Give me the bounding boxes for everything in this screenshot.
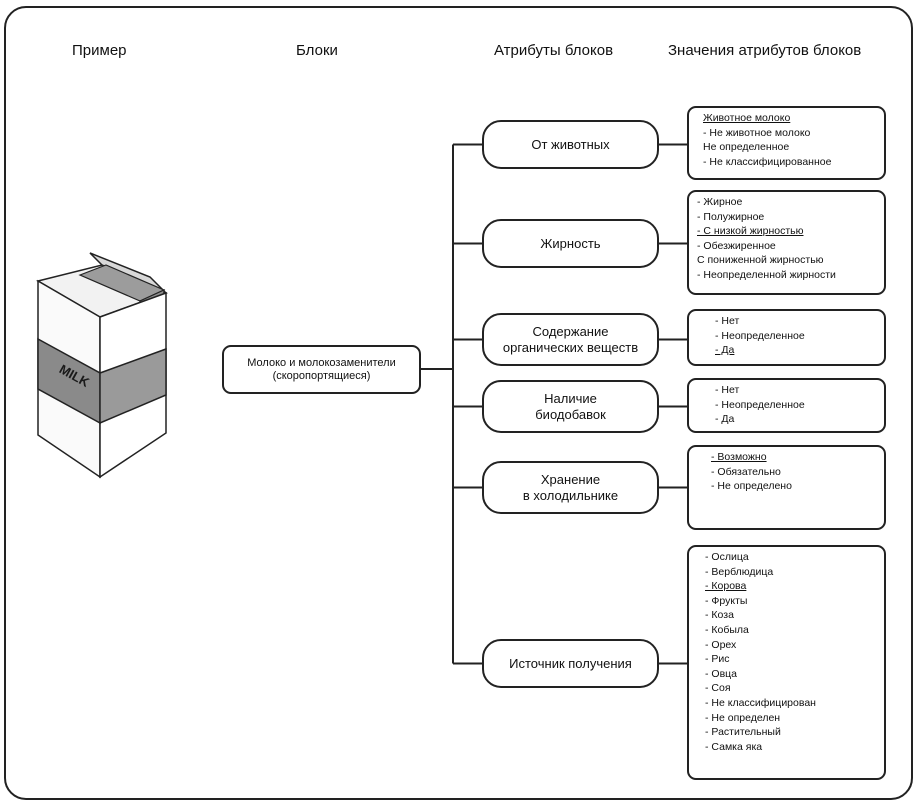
attribute-label: биодобавок: [535, 406, 606, 422]
attribute-value: - Обязательно: [711, 465, 781, 478]
attribute-value: - Неопределенное: [715, 329, 805, 342]
milk-carton-illustration: MILK: [36, 252, 169, 479]
attribute-value: Животное молоко: [703, 112, 791, 124]
attribute-value: - Не классифицированное: [703, 155, 832, 168]
attribute-value: - Полужирное: [697, 210, 765, 223]
values-box-source: - Ослица - Верблюдица - Корова- Фрукты - Ко…: [687, 545, 886, 780]
carton-side-band: [99, 347, 167, 425]
attribute-value: - Не животное молоко: [703, 126, 811, 139]
values-box-fat: - Жирное - Полужирное - С низкой жирностью…: [687, 190, 886, 295]
attribute-label: в холодильнике: [522, 487, 619, 503]
attribute-value: - Соя: [705, 682, 731, 695]
attribute-label: Жирность: [540, 235, 601, 251]
attribute-value: - Коза: [705, 609, 734, 622]
attribute-label: Источник получения: [509, 655, 632, 671]
header-example: Пример: [72, 42, 127, 59]
attribute-value: - Рис: [705, 653, 730, 666]
attribute-node-origin: От животных: [482, 120, 659, 169]
attribute-label: Содержание: [532, 323, 609, 339]
attribute-value: - Самка яка: [705, 740, 763, 753]
attribute-value: - Фрукты: [705, 594, 748, 607]
attribute-value: - Кобыла: [705, 623, 749, 636]
attribute-value: - Жирное: [697, 196, 743, 208]
header-blocks: Блоки: [296, 42, 338, 59]
attribute-value: - Да: [715, 344, 735, 357]
attribute-value: - Возможно: [711, 451, 767, 463]
attribute-value: - Не классифицирован: [705, 696, 816, 709]
attribute-label: Наличие: [544, 390, 597, 406]
values-box-organic: - Нет - Неопределенное - Да: [687, 309, 886, 366]
root-block-line-1: Молоко и молокозаменители: [247, 356, 396, 369]
attribute-value: - Да: [715, 413, 735, 426]
attribute-value: - Нет: [715, 315, 740, 327]
attribute-value: - Орех: [705, 638, 737, 651]
root-block: Молоко и молокозаменители (скоропортящие…: [222, 345, 421, 394]
attribute-value: С пониженной жирностью: [697, 254, 824, 267]
attribute-value: - Не определено: [711, 480, 792, 493]
values-box-origin: Животное молоко - Не животное молоко Не оп…: [687, 106, 886, 180]
attribute-value: - Неопределенное: [715, 398, 805, 411]
attribute-value: - Не определен: [705, 711, 781, 724]
attribute-value: - Растительный: [705, 726, 781, 739]
root-block-line-2: (скоропортящиеся): [272, 369, 371, 382]
header-values: Значения атрибутов блоков: [668, 42, 862, 59]
attribute-value: Не определенное: [703, 141, 790, 154]
attribute-value: - Обезжиренное: [697, 239, 776, 252]
attribute-value: - Корова: [705, 580, 747, 593]
attribute-value: - Верблюдица: [705, 565, 774, 578]
attribute-value: - Нет: [715, 384, 740, 396]
attribute-label: От животных: [531, 136, 610, 152]
attribute-label: Хранение: [540, 471, 601, 487]
attribute-node-source: Источник получения: [482, 639, 659, 688]
attribute-value: - Неопределенной жирности: [697, 268, 836, 281]
header-attributes: Атрибуты блоков: [494, 42, 614, 59]
values-box-storage: - Возможно - Обязательно - Не определено: [687, 445, 886, 530]
attribute-value: - Овца: [705, 667, 738, 680]
attribute-label: органических веществ: [502, 339, 639, 355]
values-box-additives: - Нет - Неопределенное - Да: [687, 378, 886, 433]
attribute-value: - Ослица: [705, 551, 749, 563]
attribute-value: - С низкой жирностью: [697, 225, 804, 238]
attribute-node-fat: Жирность: [482, 219, 659, 268]
